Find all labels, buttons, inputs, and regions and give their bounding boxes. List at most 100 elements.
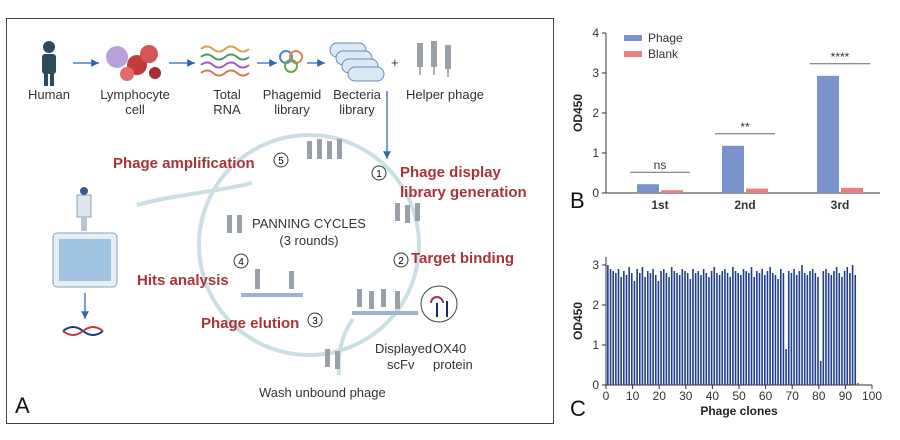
plus-sign: + bbox=[391, 55, 399, 70]
phagemid-icon bbox=[279, 50, 303, 73]
lymphocyte-cell-icon bbox=[106, 45, 161, 81]
step-5-number: 5 bbox=[278, 156, 284, 167]
chart-c-bar bbox=[652, 269, 654, 385]
chart-c-bar bbox=[803, 273, 806, 385]
chart-c-bar bbox=[822, 271, 825, 385]
chart-c-ytick-label: 3 bbox=[592, 258, 599, 272]
chart-c-bar bbox=[851, 265, 854, 385]
chart-c-control-bar bbox=[857, 383, 859, 385]
chart-b-legend-swatch bbox=[624, 51, 642, 57]
chart-c-bar bbox=[668, 277, 670, 385]
step-1-label-line2: library generation bbox=[400, 184, 527, 201]
chart-c-bar bbox=[662, 269, 665, 385]
chart-c-bar bbox=[654, 275, 657, 385]
chart-c-bar bbox=[801, 265, 803, 385]
chart-b-legend-label: Phage bbox=[648, 31, 683, 45]
chart-c-bar bbox=[644, 277, 646, 385]
chart-c-bar bbox=[841, 277, 843, 385]
chart-c-bar bbox=[697, 271, 700, 385]
chart-c-bar bbox=[678, 275, 681, 385]
chart-c-bar bbox=[830, 275, 833, 385]
chart-c-bar bbox=[811, 269, 814, 385]
chart-b-bar-phage bbox=[722, 145, 744, 193]
chart-c-xtick-label: 10 bbox=[626, 389, 640, 403]
plates bbox=[241, 293, 418, 315]
label-ox40-2: protein bbox=[433, 357, 473, 372]
chart-c-bar bbox=[726, 273, 729, 385]
chart-c-bar bbox=[633, 281, 636, 385]
chart-c-bar bbox=[607, 265, 609, 385]
step-2-number: 2 bbox=[398, 256, 404, 267]
chart-b-significance-label: ns bbox=[654, 158, 667, 172]
panel-label-b: B bbox=[570, 188, 585, 213]
chart-b-bar-blank bbox=[841, 187, 863, 193]
chart-b-xtick-label: 2nd bbox=[734, 198, 755, 212]
label-helper-phage: Helper phage bbox=[406, 87, 484, 102]
chart-b-ytick-label: 4 bbox=[592, 26, 599, 40]
chart-c-bar bbox=[705, 273, 708, 385]
chart-c-bar bbox=[771, 273, 774, 385]
chart-b-significance-label: ** bbox=[740, 120, 750, 134]
chart-b-ylabel: OD450 bbox=[571, 94, 585, 132]
chart-c-xtick-label: 20 bbox=[653, 389, 667, 403]
chart-c-bar bbox=[689, 279, 692, 385]
bacteria-library-icon bbox=[329, 42, 385, 82]
chart-c-bar bbox=[620, 277, 622, 385]
chart-c-ytick-label: 0 bbox=[592, 378, 599, 392]
chart-b-xtick-label: 3rd bbox=[831, 198, 850, 212]
human-icon bbox=[42, 41, 56, 86]
chart-c-bar bbox=[692, 269, 694, 385]
chart-c-bar bbox=[806, 275, 809, 385]
chart-c-bar bbox=[612, 271, 614, 385]
chart-c-bar bbox=[750, 267, 753, 385]
label-displayed-scfv-2: scFv bbox=[387, 357, 415, 372]
chart-b-legend-label: Blank bbox=[648, 47, 679, 61]
chart-c-bar bbox=[764, 275, 766, 385]
chart-c-bar bbox=[641, 267, 644, 385]
chart-c-bar bbox=[787, 271, 790, 385]
chart-b-bar-phage bbox=[817, 75, 839, 193]
chart-c-bar bbox=[729, 277, 732, 385]
chart-c-bar bbox=[657, 281, 660, 385]
cycle-subtitle: (3 rounds) bbox=[279, 233, 338, 248]
chart-c-bar bbox=[849, 273, 851, 385]
chart-b-legend-swatch bbox=[624, 35, 642, 41]
chart-c-bar bbox=[649, 273, 652, 385]
chart-b-bar-blank bbox=[661, 190, 683, 193]
step-1-label-line1: Phage display bbox=[400, 164, 502, 181]
chart-c-bar bbox=[646, 271, 649, 385]
chart-c-bar bbox=[702, 269, 705, 385]
chart-c-bar bbox=[636, 269, 638, 385]
chart-c-bar bbox=[793, 269, 795, 385]
chart-c-bar bbox=[790, 273, 793, 385]
step-4-number: 4 bbox=[238, 257, 244, 268]
chart-c-bar bbox=[838, 273, 841, 385]
chart-c-bar bbox=[814, 273, 817, 385]
chart-c-bar bbox=[817, 277, 819, 385]
chart-c-bar bbox=[638, 273, 641, 385]
chart-c-bar bbox=[854, 275, 857, 385]
chart-c-bar bbox=[665, 273, 668, 385]
chart-c-bar bbox=[819, 361, 822, 385]
chart-c-xtick-label: 70 bbox=[786, 389, 800, 403]
phage-clusters bbox=[227, 139, 420, 369]
chart-c-bar bbox=[737, 273, 739, 385]
chart-c-bar bbox=[708, 277, 710, 385]
chart-c-bar bbox=[617, 269, 620, 385]
chart-c-xtick-label: 0 bbox=[603, 389, 610, 403]
chart-c-bar bbox=[673, 271, 676, 385]
chart-c-xtick-label: 50 bbox=[732, 389, 746, 403]
step-5-label: Phage amplification bbox=[113, 155, 255, 172]
chart-c-bar bbox=[795, 275, 798, 385]
chart-b-significance-label: **** bbox=[831, 50, 850, 64]
chart-c-xtick-label: 90 bbox=[839, 389, 853, 403]
chart-c-bar bbox=[774, 275, 777, 385]
chart-c-bar bbox=[825, 269, 827, 385]
chart-b-ytick-label: 3 bbox=[592, 66, 599, 80]
chart-c-xlabel: Phage clones bbox=[700, 404, 778, 418]
chart-c-bar bbox=[628, 267, 630, 385]
